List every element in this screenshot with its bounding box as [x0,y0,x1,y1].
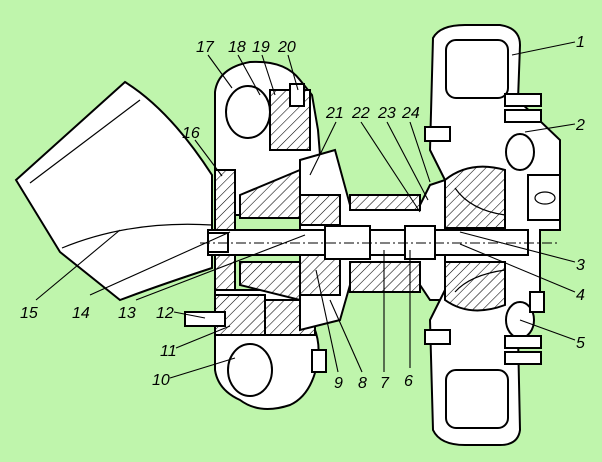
label-2: 2 [575,117,585,134]
label-8: 8 [358,375,367,392]
label-15: 15 [20,305,38,322]
label-14: 14 [72,305,90,322]
label-12: 12 [156,305,174,322]
inlet-elbow-pipe [14,80,213,302]
label-11: 11 [160,343,177,360]
turbine-wheel [444,165,506,312]
label-24: 24 [401,105,420,122]
label-17: 17 [196,39,215,56]
label-5: 5 [576,335,585,352]
label-16: 16 [182,125,200,142]
label-6: 6 [404,373,413,390]
label-19: 19 [252,39,270,56]
leader-lines [35,41,576,379]
label-23: 23 [377,105,396,122]
label-18: 18 [228,39,246,56]
label-13: 13 [118,305,136,322]
rotor-shaft [200,225,560,260]
label-7: 7 [380,375,390,392]
label-20: 20 [277,39,296,56]
label-3: 3 [576,257,585,274]
callout-labels: 1 2 3 4 5 6 7 8 9 10 11 12 13 14 15 16 1… [20,34,585,392]
label-9: 9 [334,375,343,392]
compressor-wheel [239,168,301,302]
label-22: 22 [351,105,370,122]
label-10: 10 [152,372,170,389]
label-1: 1 [576,34,585,51]
bolts [184,83,545,373]
label-4: 4 [576,287,585,304]
label-21: 21 [325,105,344,122]
